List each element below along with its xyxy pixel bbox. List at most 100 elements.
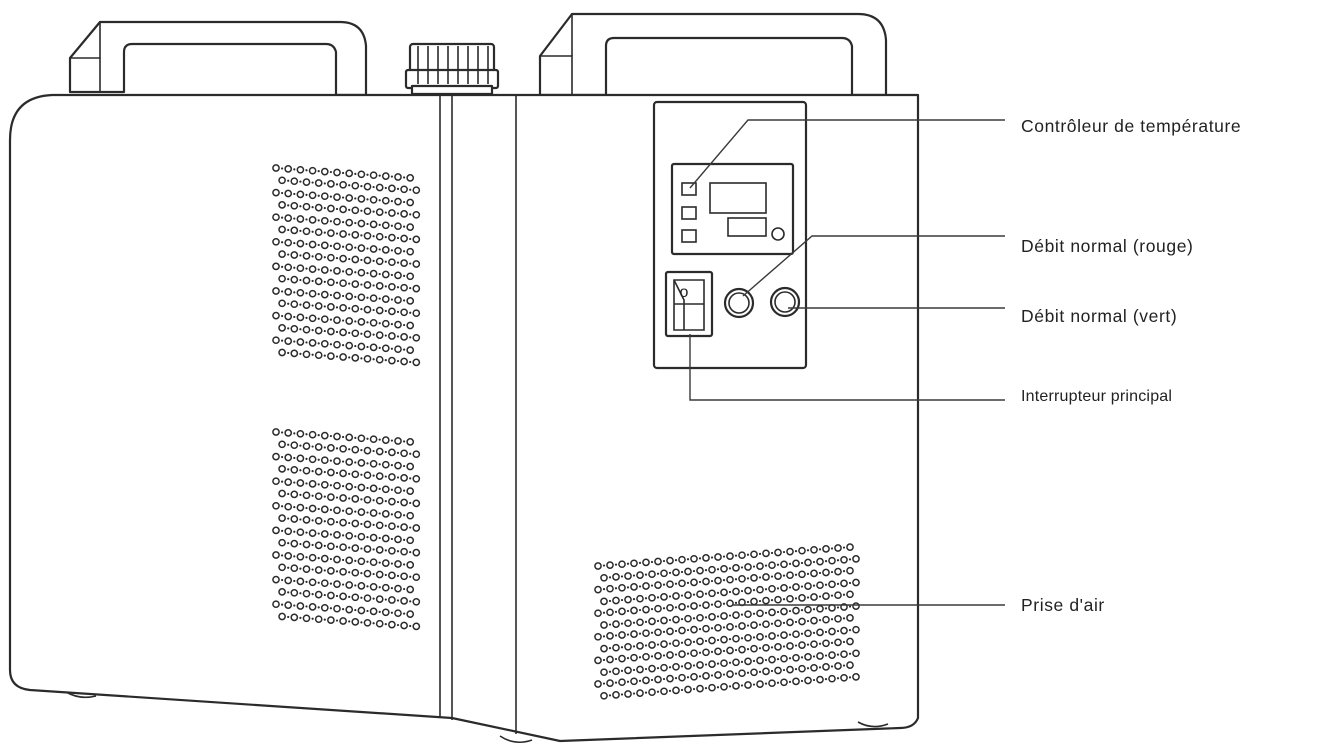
vent-dot [287, 351, 290, 355]
vent-dot [299, 444, 302, 447]
vent-hole [278, 299, 286, 308]
vent-hole [618, 583, 626, 592]
vent-dot [287, 327, 290, 330]
vent-dot [698, 604, 702, 607]
vent-dot [305, 457, 308, 460]
vent-dot [704, 569, 708, 572]
vent-hole [394, 510, 402, 519]
vent-hole [308, 216, 317, 224]
vent-hole [672, 568, 680, 577]
vent-hole [672, 662, 680, 671]
vent-hole [822, 568, 830, 577]
vent-hole [369, 171, 378, 180]
vent-hole [351, 544, 360, 552]
vent-dot [692, 617, 696, 620]
vent-dot [311, 617, 314, 620]
vent-dot [372, 474, 375, 477]
vent-dot [311, 181, 314, 184]
vent-hole [290, 588, 299, 597]
vent-hole [726, 552, 734, 560]
vent-dot [818, 666, 822, 669]
vent-hole [363, 569, 372, 578]
vent-dot [323, 354, 326, 357]
vent-dot [360, 547, 363, 550]
vent-dot [299, 592, 302, 595]
vent-hole [327, 327, 335, 336]
vent-hole [302, 589, 311, 598]
vent-hole [798, 617, 806, 626]
vent-hole [381, 583, 390, 592]
vent-hole [406, 223, 415, 231]
vent-dot [620, 669, 624, 672]
vent-dot [299, 205, 302, 208]
vent-dot [293, 481, 296, 484]
vent-dot [716, 591, 720, 594]
vent-dot [348, 356, 351, 359]
vent-dot [788, 609, 792, 613]
vent-dot [348, 282, 351, 285]
vent-dot [317, 557, 320, 560]
vent-dot [614, 634, 618, 637]
vent-dot [692, 687, 696, 691]
vent-hole [412, 260, 421, 268]
vent-dot [299, 567, 302, 570]
vent-dot [354, 295, 357, 298]
vent-hole [363, 207, 372, 216]
vent-hole [642, 629, 650, 638]
vent-hole [738, 574, 746, 583]
vent-dot [384, 500, 387, 503]
vent-dot [366, 173, 369, 176]
vent-hole [738, 645, 746, 654]
vent-dot [366, 345, 369, 349]
vent-dot [644, 620, 648, 623]
vent-dot [317, 293, 320, 296]
vent-dot [680, 594, 684, 597]
vent-dot [842, 640, 846, 644]
vent-hole [314, 443, 323, 451]
vent-dot [329, 484, 332, 487]
vent-hole [762, 596, 770, 605]
vent-dot [384, 309, 387, 313]
vent-dot [824, 654, 828, 657]
vent-hole [810, 593, 818, 601]
vent-hole [726, 623, 734, 631]
vent-dot [342, 534, 345, 537]
vent-hole [618, 560, 626, 569]
label-normal-flow-green: Débit normal (vert) [1021, 306, 1177, 326]
vent-dot [335, 183, 339, 186]
vent-hole [732, 587, 740, 596]
vent-hole [678, 626, 686, 635]
vent-dot [638, 608, 642, 612]
vent-hole [357, 318, 366, 326]
vent-hole [290, 275, 299, 284]
vent-dot [674, 653, 678, 656]
vent-dot [764, 564, 768, 567]
vent-hole [375, 570, 384, 579]
vent-hole [792, 630, 800, 639]
vent-dot [281, 191, 284, 195]
vent-dot [354, 320, 357, 323]
vent-hole [339, 279, 347, 288]
vent-hole [666, 651, 674, 659]
vent-dot [632, 574, 636, 577]
vent-hole [327, 303, 335, 311]
vent-hole [320, 603, 329, 612]
vent-hole [308, 553, 317, 562]
vent-hole [308, 240, 317, 249]
vent-hole [339, 592, 347, 601]
vent-dot [384, 623, 387, 626]
vent-dot [305, 556, 308, 559]
vent-dot [329, 170, 332, 174]
vent-hole [272, 551, 280, 559]
vent-hole [780, 584, 788, 592]
vent-dot [342, 460, 345, 463]
vent-hole [594, 562, 602, 570]
vent-dot [348, 595, 351, 598]
vent-dot [716, 615, 720, 618]
vent-hole [684, 614, 692, 623]
vent-hole [642, 652, 650, 661]
vent-dot [830, 570, 834, 574]
vent-dot [752, 565, 756, 568]
vent-dot [323, 446, 326, 449]
vent-hole [339, 469, 347, 478]
